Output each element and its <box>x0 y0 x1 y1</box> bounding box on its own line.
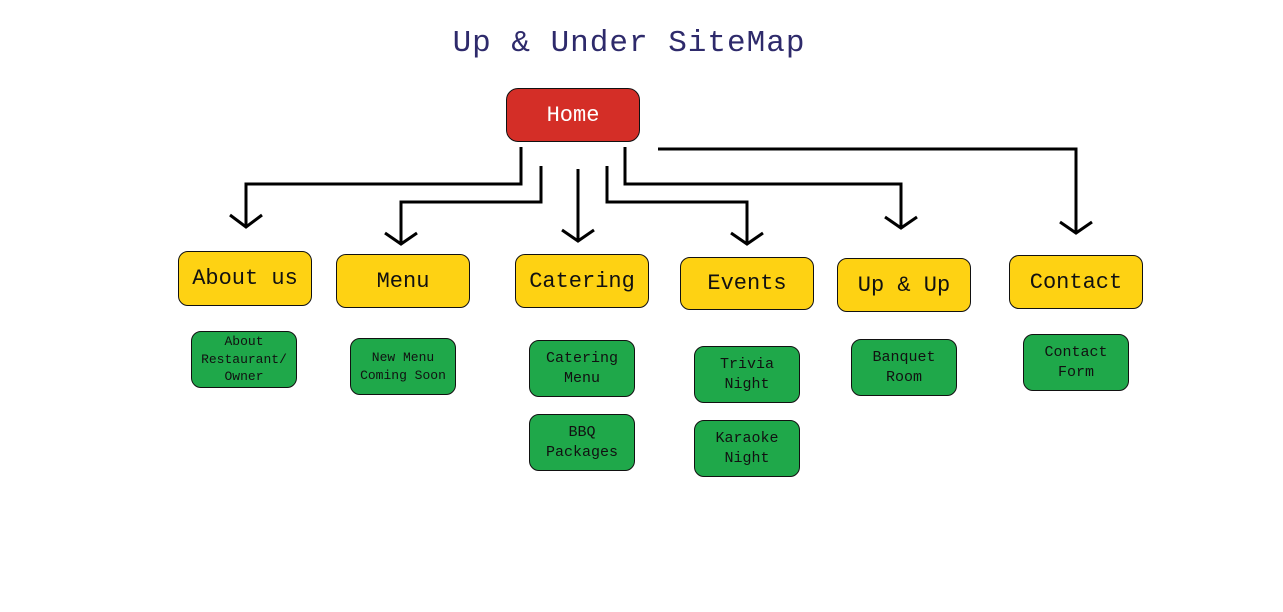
section-contact[interactable]: Contact <box>1009 255 1143 309</box>
page-banquet-room[interactable]: Banquet Room <box>851 339 957 396</box>
page-about-restaurant-owner[interactable]: About Restaurant/ Owner <box>191 331 297 388</box>
arrow-menu <box>399 166 543 243</box>
arrow-upup <box>623 147 903 227</box>
arrowhead-contact <box>1059 220 1093 235</box>
arrowhead-events <box>730 231 764 246</box>
page-title: Up & Under SiteMap <box>452 26 806 61</box>
page-catering-menu[interactable]: Catering Menu <box>529 340 635 397</box>
page-trivia-night[interactable]: Trivia Night <box>694 346 800 403</box>
section-up-and-up[interactable]: Up & Up <box>837 258 971 312</box>
home-node[interactable]: Home <box>506 88 640 142</box>
section-about-us[interactable]: About us <box>178 251 312 306</box>
page-new-menu-coming-soon[interactable]: New Menu Coming Soon <box>350 338 456 395</box>
arrow-contact <box>658 147 1078 232</box>
page-bbq-packages[interactable]: BBQ Packages <box>529 414 635 471</box>
page-karaoke-night[interactable]: Karaoke Night <box>694 420 800 477</box>
arrowhead-upup <box>884 215 918 230</box>
arrowhead-catering <box>561 228 595 243</box>
arrow-events <box>605 166 749 243</box>
section-events[interactable]: Events <box>680 257 814 310</box>
section-menu[interactable]: Menu <box>336 254 470 308</box>
page-contact-form[interactable]: Contact Form <box>1023 334 1129 391</box>
arrowhead-about <box>229 213 263 229</box>
arrow-about <box>244 147 523 226</box>
section-catering[interactable]: Catering <box>515 254 649 308</box>
arrowhead-menu <box>384 231 418 246</box>
